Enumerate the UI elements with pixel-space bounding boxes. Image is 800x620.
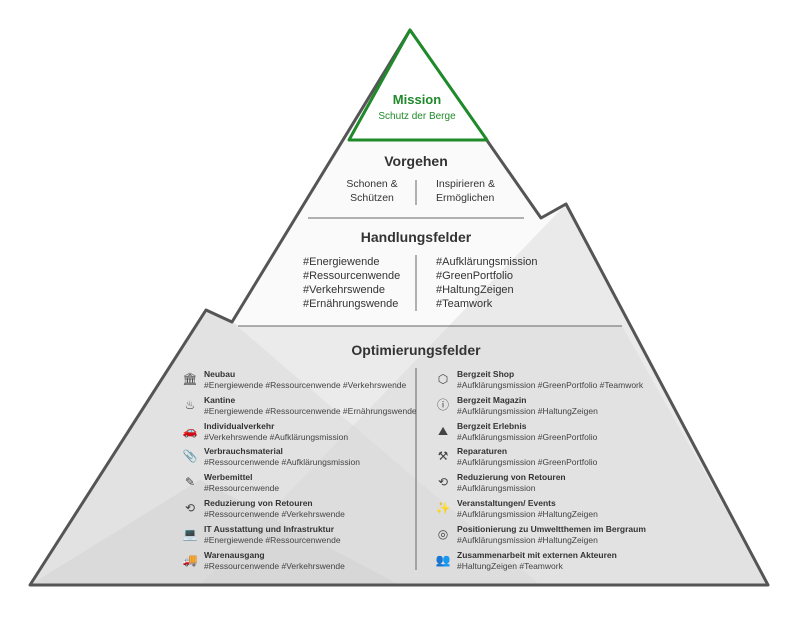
confetti-icon: ✨: [435, 501, 451, 515]
item-name: Bergzeit Magazin: [457, 394, 527, 405]
item-tags: #Aufklärungsmission: [457, 483, 536, 494]
item-tags: #Aufklärungsmission #GreenPortfolio #Tea…: [457, 380, 644, 390]
vorgehen-right: Inspirieren & Ermöglichen: [436, 177, 516, 205]
item-name: Reduzierung von Retouren: [457, 472, 566, 483]
optimierungsfeld-item: 🚚 Warenausgang#Ressourcenwende #Verkehrsw…: [182, 550, 345, 572]
item-name: Bergzeit Shop: [457, 369, 515, 379]
handlungsfelder-title: Handlungsfelder: [360, 229, 472, 245]
optimierungsfeld-item: 📎 Verbrauchsmaterial#Ressourcenwende #Auf…: [182, 446, 360, 468]
item-name: Werbemittel: [204, 472, 253, 483]
tag: #Energiewende: [303, 256, 380, 268]
item-name: IT Ausstattung und Infrastruktur: [204, 523, 335, 534]
item-tags: #Ressourcenwende #Verkehrswende: [204, 509, 345, 519]
item-tags: #Aufklärungsmission #HaltungZeigen: [457, 534, 598, 545]
vorgehen-right-line: Inspirieren &: [436, 178, 495, 190]
optimierungsfeld-item: 🚗 Individualverkehr#Verkehrswende #Aufklä…: [182, 420, 349, 443]
item-name: Warenausgang: [204, 549, 265, 560]
optimierungsfeld-item: ⓘ Bergzeit Magazin#Aufklärungsmission #Ha…: [435, 395, 598, 417]
chef-hat-icon: ♨: [184, 397, 196, 412]
compass-icon: ◎: [437, 526, 449, 541]
handlungsfelder-left: #Energiewende #Ressourcenwende #Verkehrs…: [303, 255, 400, 311]
item-tags: #Ressourcenwende #Aufklärungsmission: [204, 457, 360, 468]
optimierungsfeld-item: ⬡ Bergzeit Shop#Aufklärungsmission #Green…: [435, 369, 643, 391]
car-icon: 🚗: [182, 423, 198, 438]
hammer-icon: ⚒: [437, 449, 449, 464]
handlungsfelder-right: #Aufklärungsmission #GreenPortfolio #Hal…: [436, 255, 538, 311]
optimierungsfeld-item: ✎ Werbemittel#Ressourcenwende: [182, 472, 279, 494]
mission-title: Mission: [392, 92, 442, 107]
vorgehen-left-line: Schützen: [350, 192, 394, 204]
tag: #HaltungZeigen: [436, 284, 514, 296]
vorgehen-left: Schonen & Schützen: [340, 177, 404, 205]
optimierungsfeld-item: 👥 Zusammenarbeit mit externen Akteuren#Ha…: [435, 550, 617, 572]
item-name: Zusammenarbeit mit externen Akteuren: [457, 549, 617, 560]
tag: #Aufklärungsmission: [436, 256, 538, 268]
return-icon: ⟲: [437, 475, 449, 490]
mission-subtitle: Schutz der Berge: [378, 111, 456, 122]
item-name: Individualverkehr: [204, 420, 275, 431]
vorgehen-title: Vorgehen: [384, 153, 448, 169]
item-name: Veranstaltungen/ Events: [457, 498, 556, 508]
vorgehen-left-line: Schonen &: [346, 178, 398, 190]
item-tags: #Ressourcenwende #Verkehrswende: [204, 560, 345, 571]
vorgehen-right-line: Ermöglichen: [436, 192, 495, 204]
building-icon: 🏛: [182, 372, 198, 386]
magazine-icon: ⓘ: [436, 397, 449, 412]
item-tags: #Ressourcenwende: [204, 483, 280, 494]
experience-icon: ⛰: [437, 423, 449, 438]
shop-icon: ⬡: [437, 372, 449, 386]
optimierungsfeld-item: 🏛 Neubau#Energiewende #Ressourcenwende #V…: [182, 369, 406, 391]
mission-triangle: [347, 28, 489, 142]
item-tags: #Energiewende #Ressourcenwende #Verkehrs…: [204, 380, 407, 390]
item-tags: #Aufklärungsmission #HaltungZeigen: [457, 405, 598, 416]
supplies-icon: 📎: [182, 449, 198, 464]
pen-icon: ✎: [184, 475, 196, 490]
optimierungsfeld-item: ⟲ Reduzierung von Retouren#Ressourcenwend…: [182, 498, 345, 520]
optimierungsfeld-item: ♨ Kantine#Energiewende #Ressourcenwende #…: [182, 395, 417, 417]
team-icon: 👥: [435, 552, 451, 567]
item-tags: #HaltungZeigen #Teamwork: [457, 560, 563, 571]
tag: #GreenPortfolio: [436, 270, 514, 282]
item-name: Reparaturen: [457, 446, 508, 457]
item-tags: #Energiewende #Ressourcenwende: [204, 534, 341, 545]
item-tags: #Aufklärungsmission #GreenPortfolio: [457, 457, 598, 468]
optimierungsfelder-title: Optimierungsfelder: [351, 342, 481, 358]
item-name: Kantine: [204, 394, 236, 405]
tag: #Ressourcenwende: [303, 270, 401, 282]
item-name: Verbrauchsmaterial: [204, 446, 283, 457]
item-tags: #Aufklärungsmission #HaltungZeigen: [457, 509, 598, 519]
item-name: Bergzeit Erlebnis: [457, 420, 527, 431]
laptop-icon: 💻: [182, 526, 198, 541]
item-tags: #Aufklärungsmission #GreenPortfolio: [457, 431, 598, 442]
return-icon: ⟲: [184, 501, 196, 515]
item-name: Reduzierung von Retouren: [204, 498, 313, 508]
item-name: Positionierung zu Umweltthemen im Bergra…: [457, 523, 646, 534]
optimierungsfeld-item: ✨ Veranstaltungen/ Events#Aufklärungsmiss…: [435, 498, 598, 520]
item-tags: #Verkehrswende #Aufklärungsmission: [204, 431, 349, 442]
tag: #Teamwork: [436, 298, 493, 310]
item-name: Neubau: [204, 369, 236, 379]
optimierungsfeld-item: ⚒ Reparaturen#Aufklärungsmission #GreenPo…: [435, 446, 598, 468]
tag: #Ernährungswende: [303, 298, 399, 310]
item-tags: #Energiewende #Ressourcenwende #Ernährun…: [204, 405, 417, 416]
optimierungsfeld-item: 💻 IT Ausstattung und Infrastruktur#Energi…: [182, 524, 341, 546]
optimierungsfeld-item: ⛰ Bergzeit Erlebnis#Aufklärungsmission #G…: [435, 421, 597, 443]
optimierungsfeld-item: ◎ Positionierung zu Umweltthemen im Bergr…: [435, 524, 646, 546]
truck-icon: 🚚: [182, 552, 198, 567]
optimierungsfeld-item: ⟲ Reduzierung von Retouren#Aufklärungsmis…: [435, 472, 566, 494]
tag: #Verkehrswende: [303, 284, 385, 296]
